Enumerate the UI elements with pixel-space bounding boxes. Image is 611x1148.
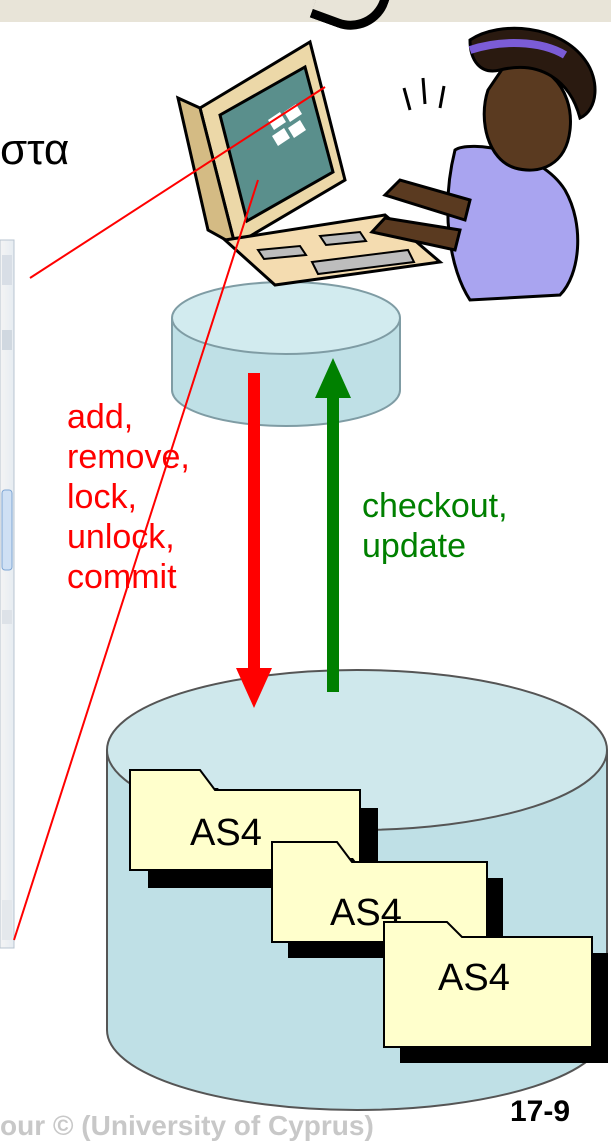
folder-label-3: AS4 (438, 957, 510, 999)
red-connector-lines (13, 86, 326, 941)
folder-label-1: AS4 (190, 812, 262, 854)
footer-text: our © (University of Cyprus) (0, 1110, 374, 1141)
top-bar (0, 0, 611, 22)
computer-icon (175, 39, 444, 287)
working-copy-cylinder (171, 281, 401, 427)
commit-arrow (236, 373, 272, 708)
commit-label: add, remove, lock, unlock, commit (67, 398, 190, 596)
folder-3: AS4 (383, 921, 608, 1063)
cropped-screenshot (0, 239, 15, 949)
checkout-arrow (315, 358, 351, 692)
greek-text: στα (0, 125, 70, 174)
page-number: 17-9 (510, 1095, 571, 1128)
checkout-label: checkout, update (362, 487, 508, 565)
person-illustration (369, 26, 597, 302)
